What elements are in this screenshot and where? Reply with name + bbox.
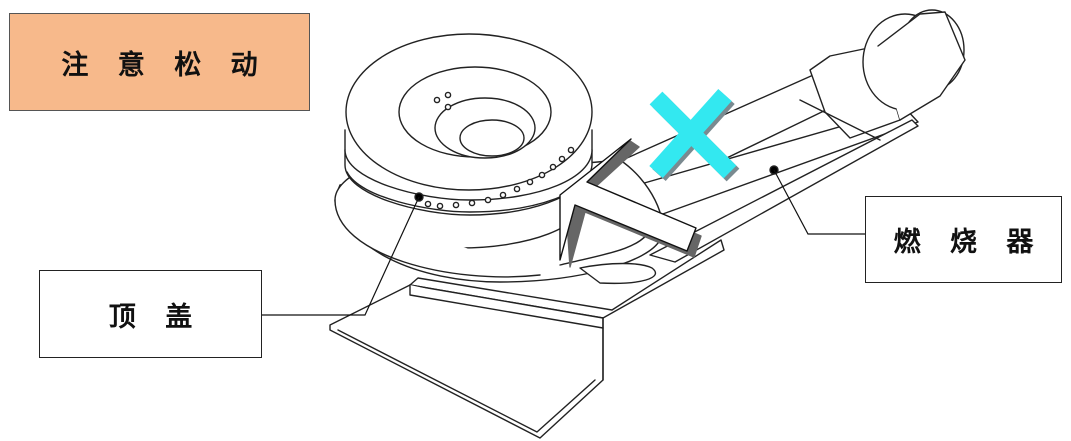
block-arrow-icon <box>559 138 702 268</box>
top-cap-leader <box>262 196 420 316</box>
cross-mark-icon <box>649 88 740 182</box>
top-cap <box>344 33 593 216</box>
burner-label-text: 燃 烧 器 <box>893 227 1044 258</box>
burner-label: 燃 烧 器 <box>865 196 1062 283</box>
flame-ports <box>424 146 575 210</box>
top-cap-label-text: 顶 盖 <box>108 301 203 333</box>
warning-label-text: 注 意 松 动 <box>61 49 268 81</box>
top-cap-label: 顶 盖 <box>39 270 262 358</box>
burner-leader <box>773 169 865 235</box>
mounting-bracket <box>329 239 725 439</box>
warning-label: 注 意 松 动 <box>9 13 310 111</box>
leader-lines <box>262 169 865 316</box>
